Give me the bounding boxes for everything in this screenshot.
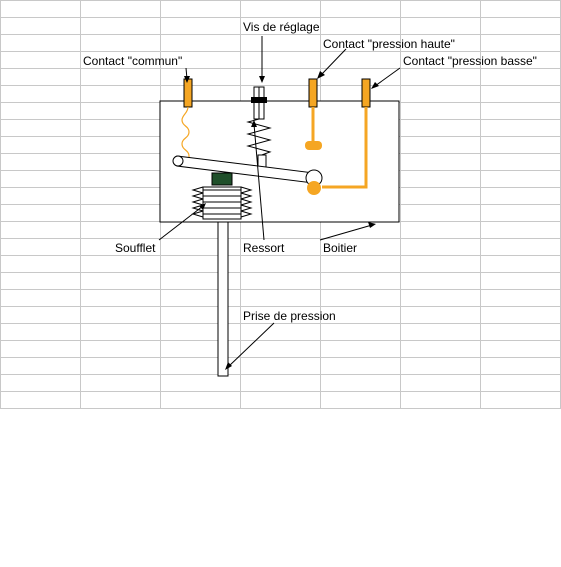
common-contact-terminal — [183, 78, 193, 108]
bellows-zigzag — [240, 210, 253, 218]
label-prise-de-pression: Prise de pression — [243, 309, 336, 323]
spring-seat — [257, 154, 267, 168]
common-contact-wire — [181, 106, 190, 160]
bellows-zigzag — [191, 198, 204, 206]
bellows-cap — [211, 172, 233, 186]
bellows-zigzag — [191, 186, 204, 194]
bellows-zigzag — [240, 186, 253, 194]
label-contact-pression-haute: Contact "pression haute" — [323, 37, 455, 51]
label-ressort: Ressort — [243, 241, 285, 255]
label-boitier: Boitier — [323, 241, 357, 255]
high-pressure-contact-pad — [305, 141, 322, 150]
high-pressure-contact-terminal — [308, 78, 318, 108]
lever-pivot — [172, 155, 184, 167]
pressure-inlet-tube — [217, 221, 229, 377]
leader-lines — [158, 36, 401, 370]
adjusting-screw-head — [251, 97, 267, 103]
label-soufflet: Soufflet — [115, 241, 156, 255]
bellows-zigzag — [240, 198, 253, 206]
bellows-zigzag — [240, 204, 253, 212]
low-pressure-contact-lead — [322, 107, 368, 189]
label-vis-de-reglage: Vis de réglage — [243, 20, 320, 34]
low-pressure-contact-terminal — [361, 78, 371, 108]
bellows-folds — [191, 186, 253, 218]
bellows-zigzag — [240, 192, 253, 200]
label-contact-commun: Contact "commun" — [83, 54, 182, 68]
bellows-zigzag — [191, 192, 204, 200]
lever-moving-contact-pad — [307, 181, 321, 195]
label-contact-pression-basse: Contact "pression basse" — [403, 54, 537, 68]
spring-coil — [246, 118, 272, 157]
